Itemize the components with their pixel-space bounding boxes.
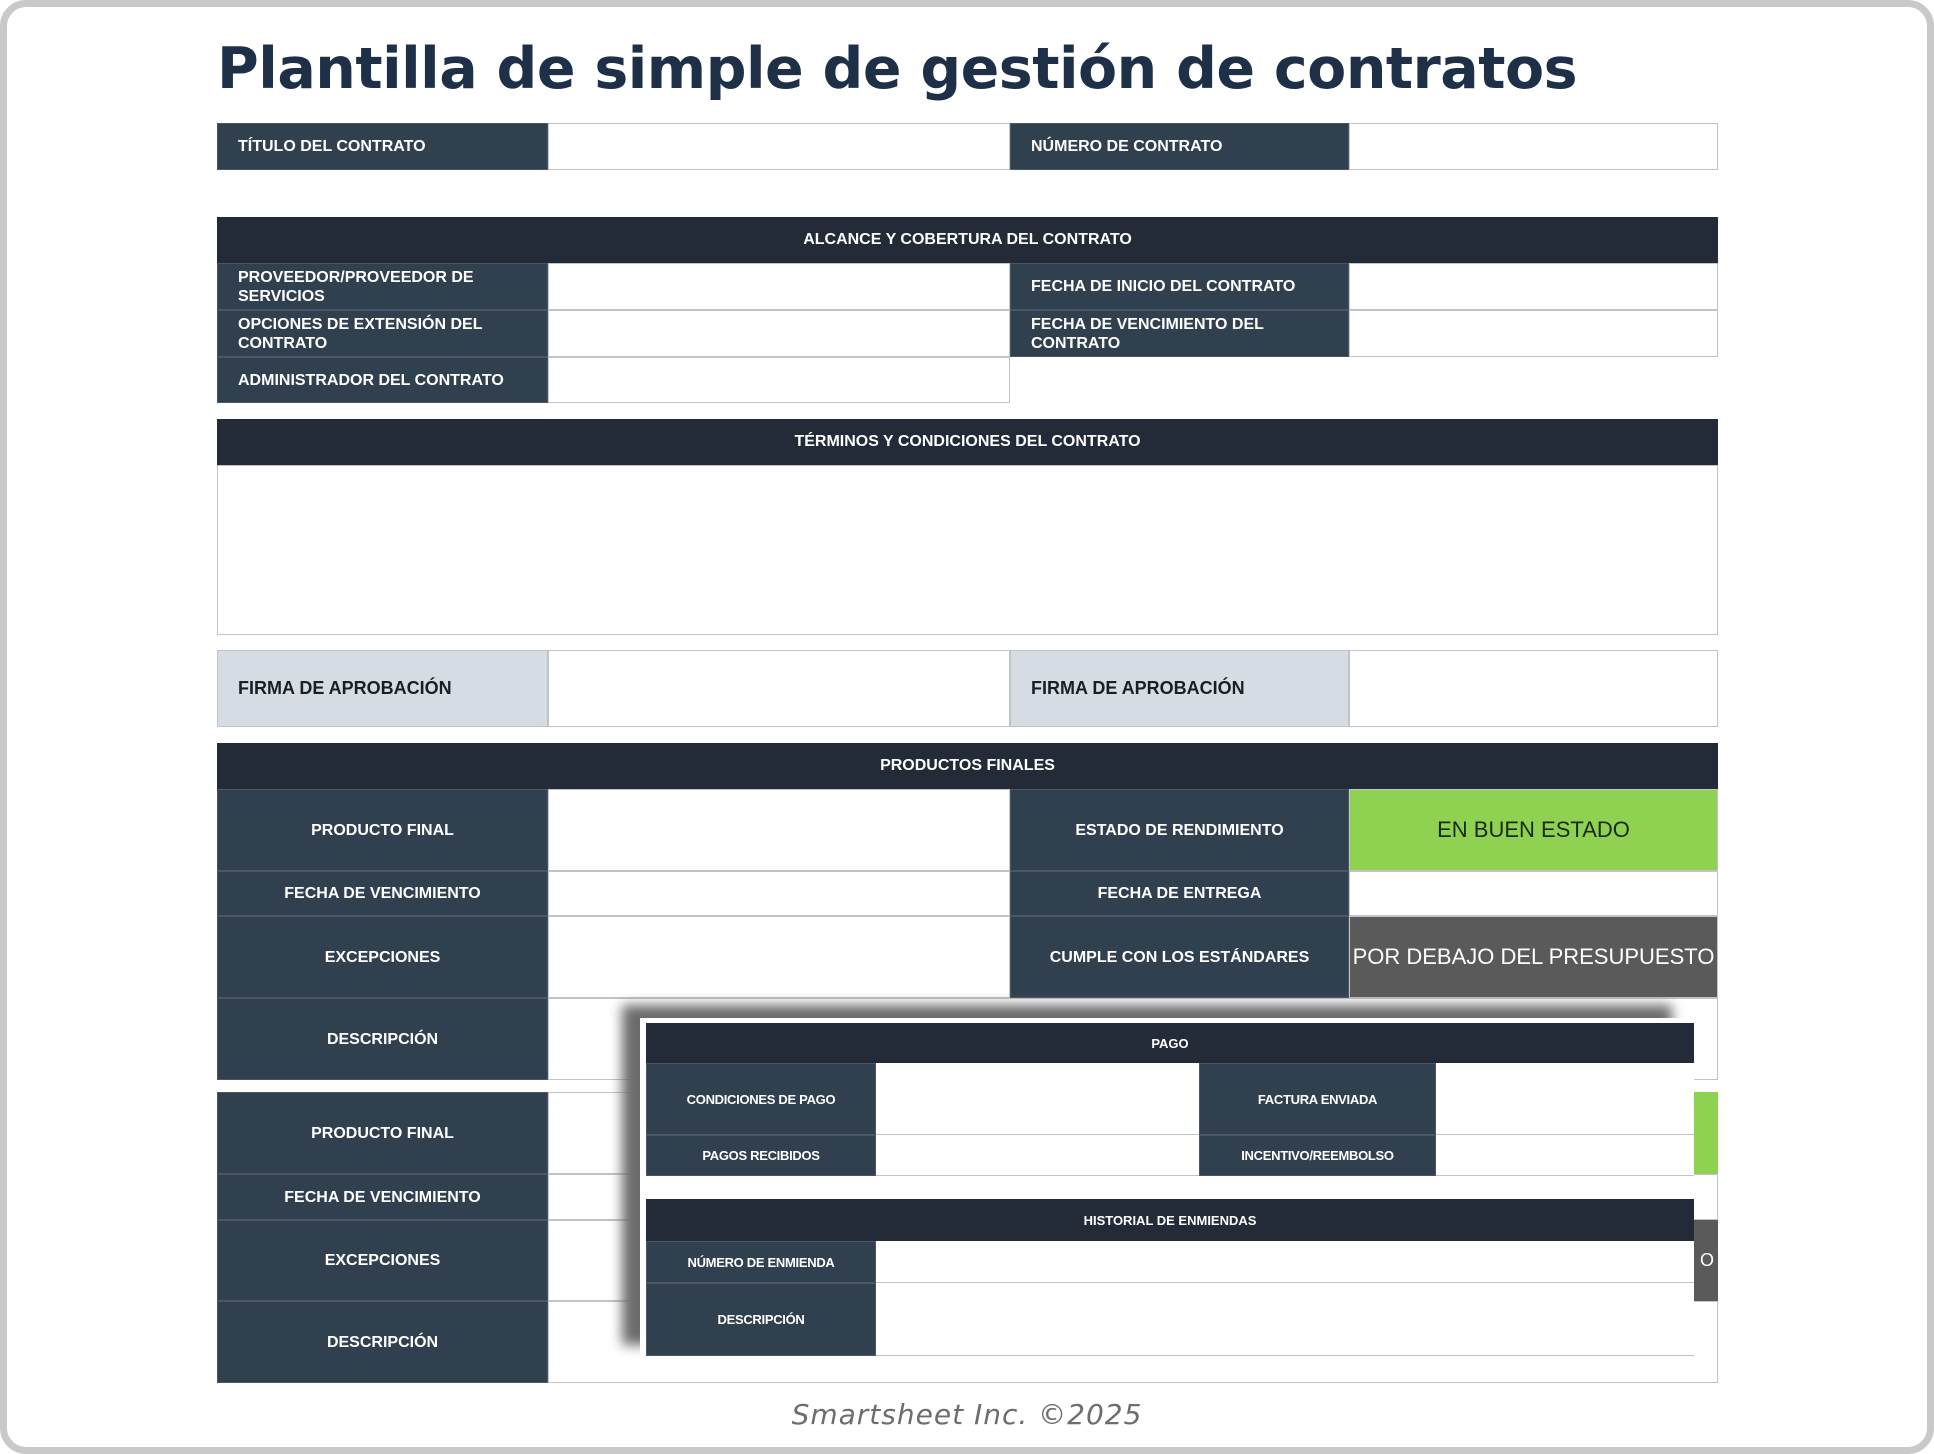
- exceptions-label-2: EXCEPCIONES: [217, 1220, 548, 1301]
- due-date-label-2: FECHA DE VENCIMIENTO: [217, 1174, 548, 1220]
- start-date-label: FECHA DE INICIO DEL CONTRATO: [1010, 263, 1349, 310]
- performance-status-label: ESTADO DE RENDIMIENTO: [1010, 789, 1349, 871]
- product-final-label: PRODUCTO FINAL: [217, 789, 548, 871]
- contract-number-label: NÚMERO DE CONTRATO: [1010, 123, 1349, 170]
- invoice-sent-field[interactable]: [1436, 1063, 1694, 1135]
- exceptions-field[interactable]: [548, 916, 1010, 998]
- amendment-number-field[interactable]: [876, 1241, 1694, 1283]
- amendment-description-label: DESCRIPCIÓN: [646, 1283, 876, 1356]
- due-date-label: FECHA DE VENCIMIENTO: [217, 871, 548, 916]
- approval-signature-field-2[interactable]: [1349, 650, 1718, 727]
- deliverables-header: PRODUCTOS FINALES: [217, 743, 1718, 789]
- delivery-date-label: FECHA DE ENTREGA: [1010, 871, 1349, 916]
- contract-admin-field[interactable]: [548, 357, 1010, 403]
- contract-number-field[interactable]: [1349, 123, 1718, 170]
- expiry-date-label: FECHA DE VENCIMIENTO DEL CONTRATO: [1010, 310, 1349, 357]
- meets-standards-label: CUMPLE CON LOS ESTÁNDARES: [1010, 916, 1349, 998]
- approval-signature-field-1[interactable]: [548, 650, 1010, 727]
- payment-terms-field[interactable]: [876, 1063, 1199, 1135]
- payments-received-label: PAGOS RECIBIDOS: [646, 1135, 876, 1176]
- performance-status-select[interactable]: EN BUEN ESTADO: [1349, 789, 1718, 871]
- description-label: DESCRIPCIÓN: [217, 998, 548, 1080]
- approval-signature-label-1: FIRMA DE APROBACIÓN: [217, 650, 548, 727]
- due-date-field[interactable]: [548, 871, 1010, 916]
- meets-standards-select[interactable]: POR DEBAJO DEL PRESUPUESTO: [1349, 916, 1718, 998]
- incentive-refund-label: INCENTIVO/REEMBOLSO: [1199, 1135, 1436, 1176]
- extension-options-label: OPCIONES DE EXTENSIÓN DEL CONTRATO: [217, 310, 548, 357]
- amendment-history-header: HISTORIAL DE ENMIENDAS: [646, 1199, 1694, 1241]
- terms-header: TÉRMINOS Y CONDICIONES DEL CONTRATO: [217, 419, 1718, 465]
- payment-header: PAGO: [646, 1023, 1694, 1063]
- terms-textarea[interactable]: [217, 465, 1718, 635]
- contract-title-field[interactable]: [548, 123, 1010, 170]
- payments-received-field[interactable]: [876, 1135, 1199, 1176]
- delivery-date-field[interactable]: [1349, 871, 1718, 916]
- page-title: Plantilla de simple de gestión de contra…: [217, 36, 1578, 102]
- contract-admin-label: ADMINISTRADOR DEL CONTRATO: [217, 357, 548, 403]
- amendment-number-label: NÚMERO DE ENMIENDA: [646, 1241, 876, 1283]
- invoice-sent-label: FACTURA ENVIADA: [1199, 1063, 1436, 1135]
- description-label-2: DESCRIPCIÓN: [217, 1301, 548, 1383]
- payment-panel: PAGO CONDICIONES DE PAGO FACTURA ENVIADA…: [640, 1018, 1694, 1366]
- footer-copyright: Smartsheet Inc. ©2025: [791, 1398, 1143, 1431]
- product-final-field[interactable]: [548, 789, 1010, 871]
- amendment-description-field[interactable]: [876, 1283, 1694, 1356]
- approval-signature-label-2: FIRMA DE APROBACIÓN: [1010, 650, 1349, 727]
- start-date-field[interactable]: [1349, 263, 1718, 310]
- expiry-date-field[interactable]: [1349, 310, 1718, 357]
- exceptions-label: EXCEPCIONES: [217, 916, 548, 998]
- provider-field[interactable]: [548, 263, 1010, 310]
- extension-options-field[interactable]: [548, 310, 1010, 357]
- provider-label: PROVEEDOR/PROVEEDOR DE SERVICIOS: [217, 263, 548, 310]
- payment-terms-label: CONDICIONES DE PAGO: [646, 1063, 876, 1135]
- product-final-label-2: PRODUCTO FINAL: [217, 1092, 548, 1174]
- scope-header: ALCANCE Y COBERTURA DEL CONTRATO: [217, 217, 1718, 263]
- incentive-refund-field[interactable]: [1436, 1135, 1694, 1176]
- contract-title-label: TÍTULO DEL CONTRATO: [217, 123, 548, 170]
